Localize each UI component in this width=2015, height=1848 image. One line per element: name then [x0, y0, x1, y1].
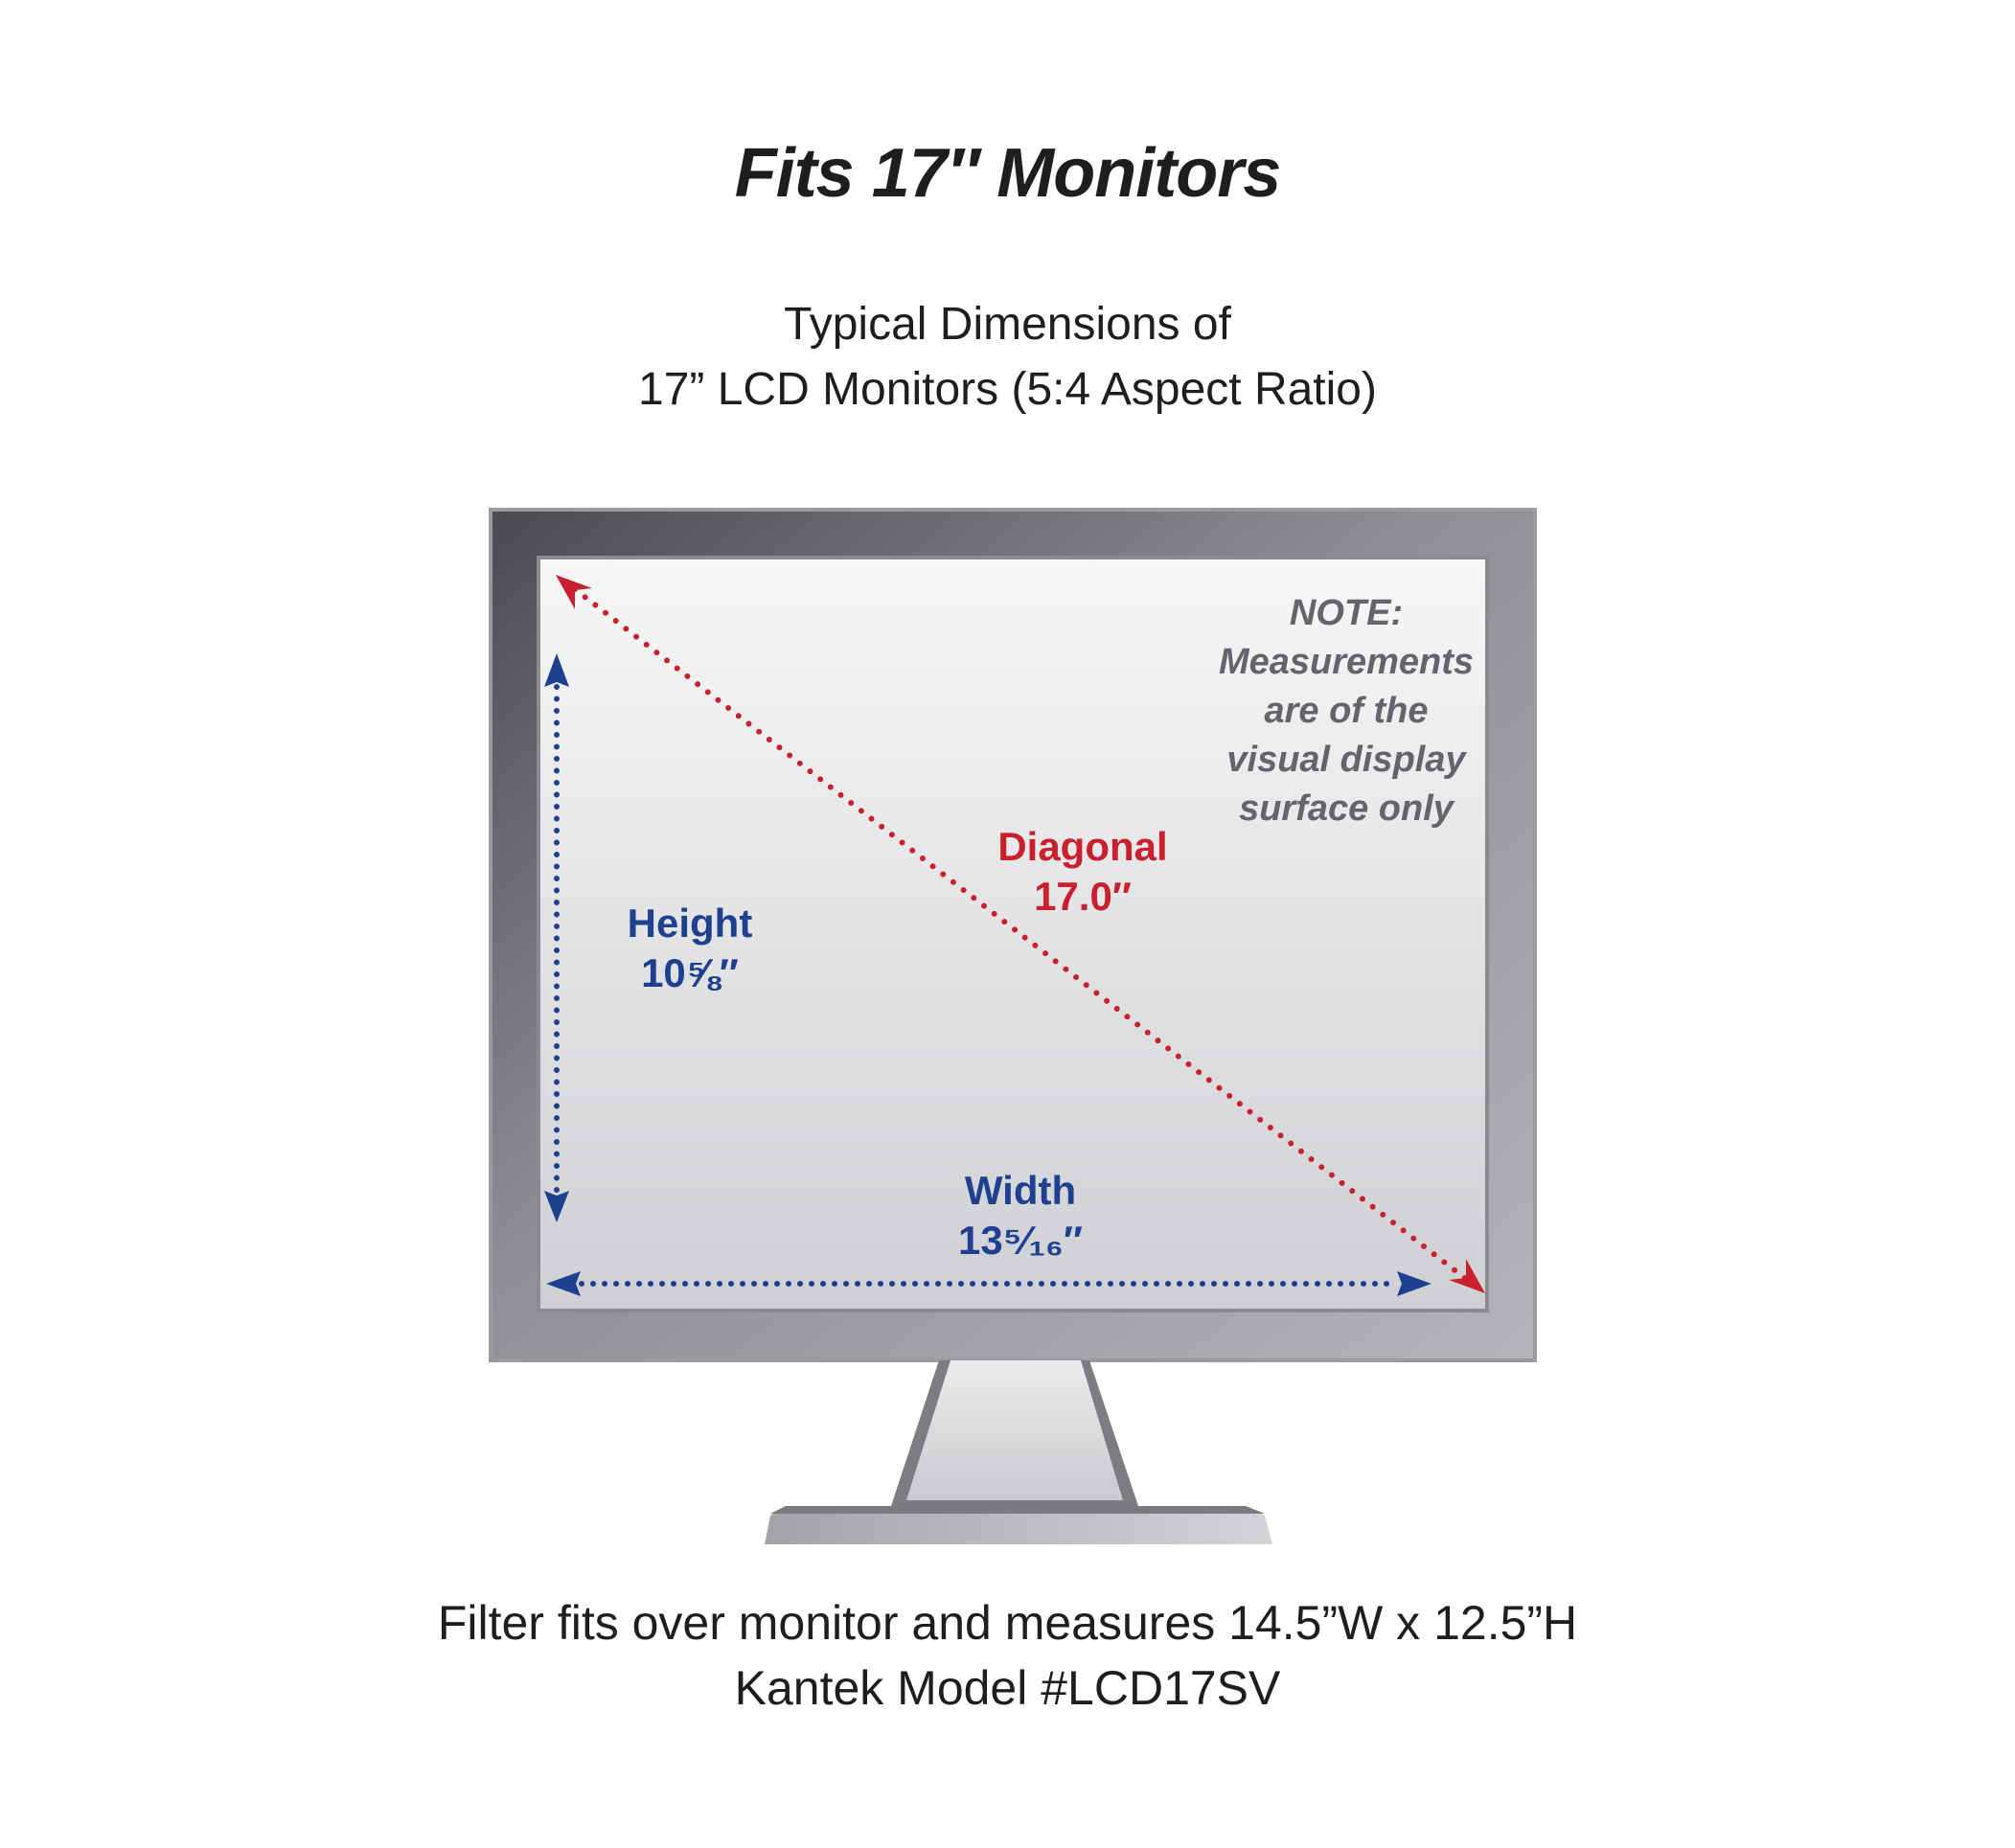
subtitle: Typical Dimensions of 17” LCD Monitors (…: [0, 292, 2015, 422]
width-label-text: Width: [964, 1168, 1077, 1213]
note-line-3: are of the: [1264, 691, 1429, 731]
subtitle-line-1: Typical Dimensions of: [784, 299, 1231, 350]
measurement-note: NOTE: Measurements are of the visual dis…: [1188, 589, 1504, 833]
width-arrowhead-left: [546, 1271, 581, 1296]
note-line-1: NOTE:: [1289, 593, 1404, 633]
diagonal-label: Diagonal 17.0″: [968, 822, 1198, 922]
height-label: Height 10⅝″: [594, 899, 786, 998]
note-line-2: Measurements: [1218, 642, 1475, 682]
height-value: 10⅝″: [641, 950, 739, 995]
subtitle-line-2: 17” LCD Monitors (5:4 Aspect Ratio): [638, 364, 1377, 415]
width-value: 13⁵⁄₁₆″: [957, 1218, 1084, 1263]
note-line-4: visual display: [1226, 740, 1466, 780]
diagonal-arrowhead-bottom: [1449, 1259, 1485, 1293]
height-arrowhead-top: [544, 653, 569, 687]
width-label: Width 13⁵⁄₁₆″: [925, 1166, 1116, 1266]
height-label-text: Height: [627, 901, 753, 946]
width-arrowhead-right: [1397, 1271, 1431, 1296]
footer: Filter fits over monitor and measures 14…: [0, 1590, 2015, 1721]
height-arrowhead-bottom: [544, 1191, 569, 1222]
model-number: Kantek Model #LCD17SV: [734, 1661, 1281, 1715]
page-title: Fits 17″ Monitors: [734, 135, 1282, 212]
note-line-5: surface only: [1239, 788, 1454, 829]
diagonal-arrowhead-top: [556, 575, 592, 609]
diagonal-value: 17.0″: [1034, 874, 1132, 919]
monitor-base: [765, 1506, 1272, 1544]
diagonal-label-text: Diagonal: [997, 824, 1168, 869]
filter-dimensions: Filter fits over monitor and measures 14…: [437, 1596, 1578, 1650]
